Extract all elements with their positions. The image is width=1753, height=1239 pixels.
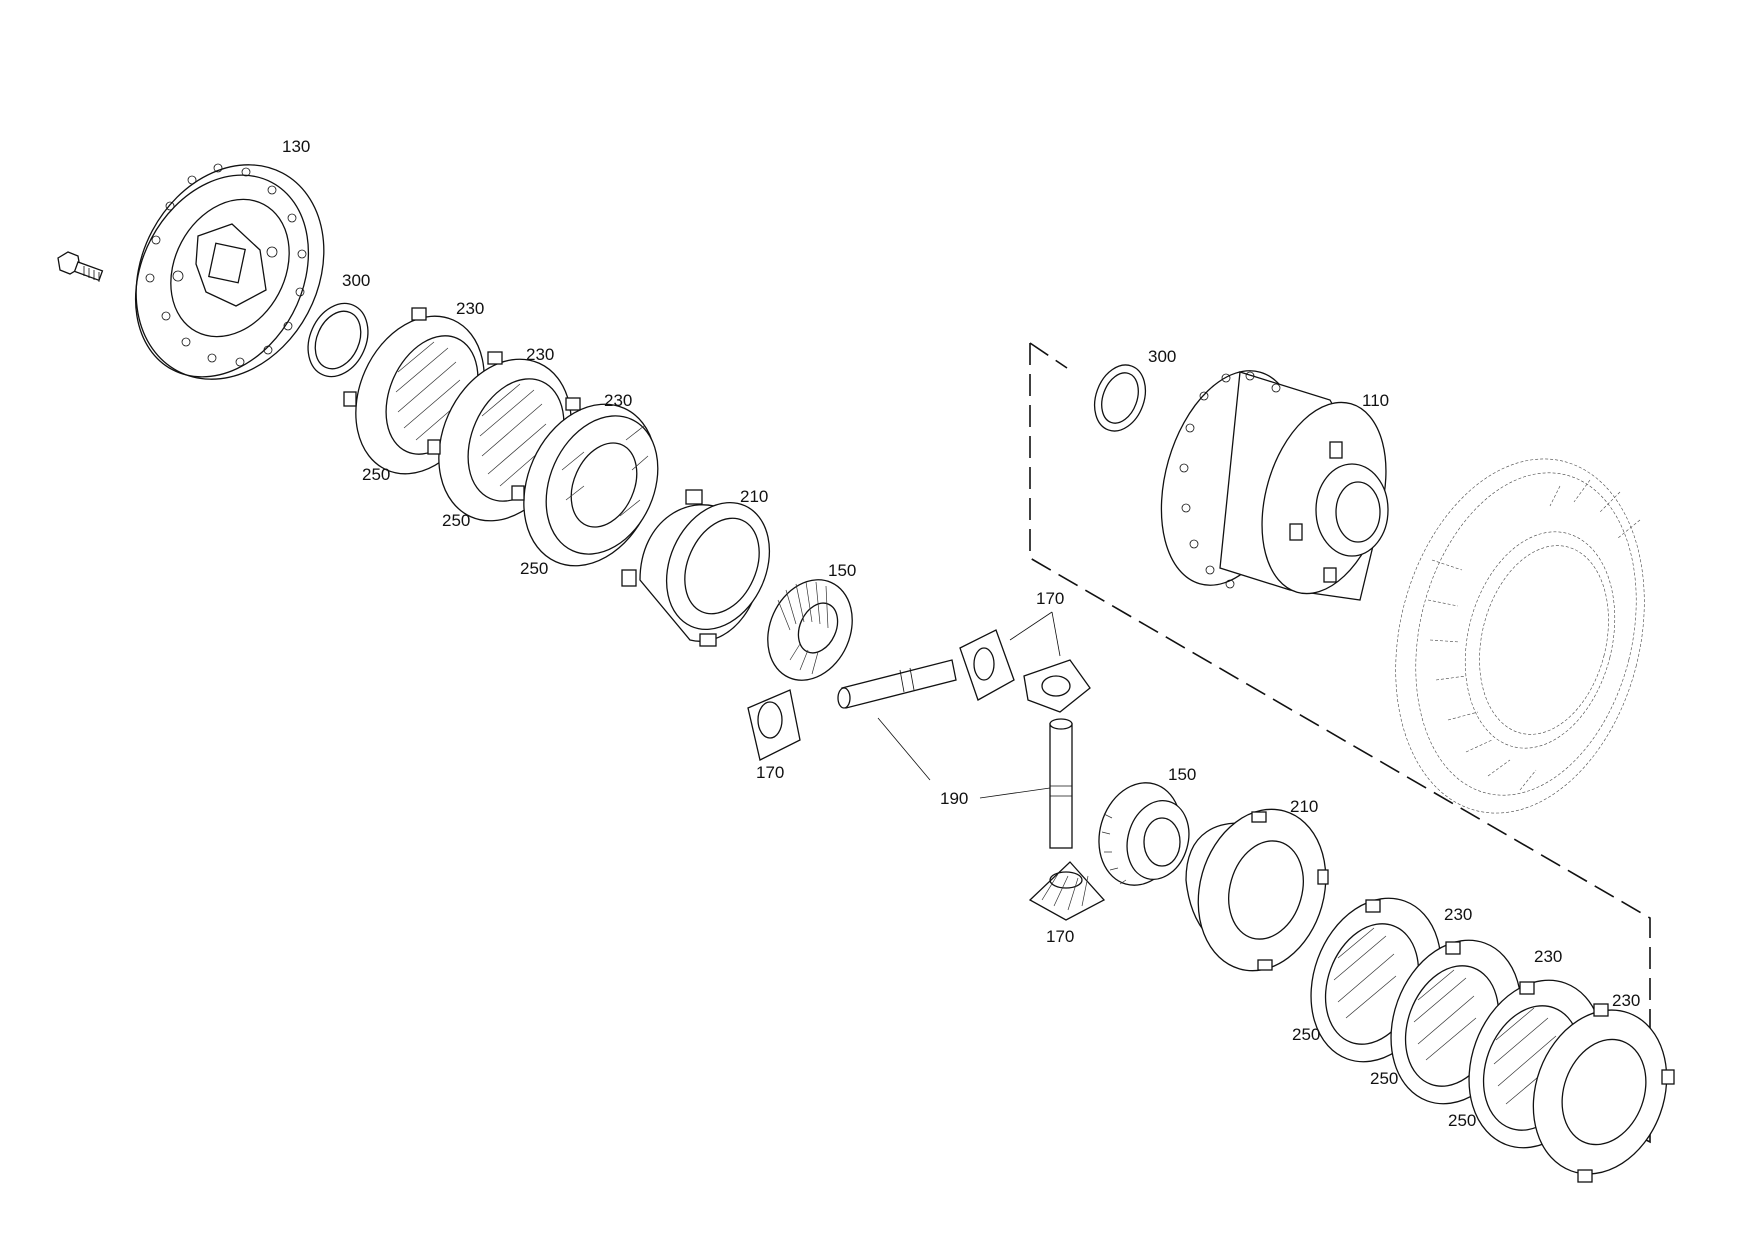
part-label: 300 xyxy=(1148,347,1176,366)
pressure-ring-icon xyxy=(1185,808,1329,972)
side-gear-icon xyxy=(767,579,853,681)
part-label: 230 xyxy=(1612,991,1640,1010)
crown-wheel-icon xyxy=(1395,458,1645,814)
part-label: 170 xyxy=(1046,927,1074,946)
leader-line xyxy=(877,717,931,781)
part-label: 230 xyxy=(1534,947,1562,966)
part-label: 250 xyxy=(520,559,548,578)
part-label: 250 xyxy=(1292,1025,1320,1044)
part-label: 250 xyxy=(1448,1111,1476,1130)
housing-outline-dashed xyxy=(1029,342,1651,1144)
pressure-ring-icon xyxy=(621,489,771,647)
part-label: 210 xyxy=(740,487,768,506)
bevel-pinion-icon xyxy=(747,689,801,761)
part-label: 110 xyxy=(1362,391,1389,410)
friction-disc-outer-icon xyxy=(1532,1003,1675,1183)
friction-disc-inner-icon xyxy=(511,397,659,567)
hex-bolt-icon xyxy=(57,251,104,282)
bevel-pinion-icon xyxy=(1028,861,1106,921)
part-label: 250 xyxy=(1370,1069,1398,1088)
part-label: 300 xyxy=(342,271,370,290)
leader-line xyxy=(1051,611,1061,657)
part-label: 250 xyxy=(362,465,390,484)
part-label: 170 xyxy=(756,763,784,782)
part-label: 230 xyxy=(1444,905,1472,924)
part-label: 230 xyxy=(526,345,554,364)
part-label: 170 xyxy=(1036,589,1064,608)
part-label: 150 xyxy=(828,561,856,580)
part-label: 250 xyxy=(442,511,470,530)
differential-housing-icon xyxy=(1160,370,1389,601)
leader-line xyxy=(979,787,1051,799)
leader-line xyxy=(1009,611,1053,641)
differential-cross-icon xyxy=(837,659,1073,849)
side-gear-icon xyxy=(1098,782,1190,886)
part-label: 130 xyxy=(282,137,310,156)
drive-flange-icon xyxy=(134,163,325,380)
part-label: 150 xyxy=(1168,765,1196,784)
shim-ring-icon xyxy=(307,302,369,378)
part-label: 230 xyxy=(604,391,632,410)
bevel-pinion-icon xyxy=(959,629,1091,713)
shim-ring-icon xyxy=(1093,364,1147,432)
part-label: 210 xyxy=(1290,797,1318,816)
part-label: 230 xyxy=(456,299,484,318)
part-label: 190 xyxy=(940,789,968,808)
